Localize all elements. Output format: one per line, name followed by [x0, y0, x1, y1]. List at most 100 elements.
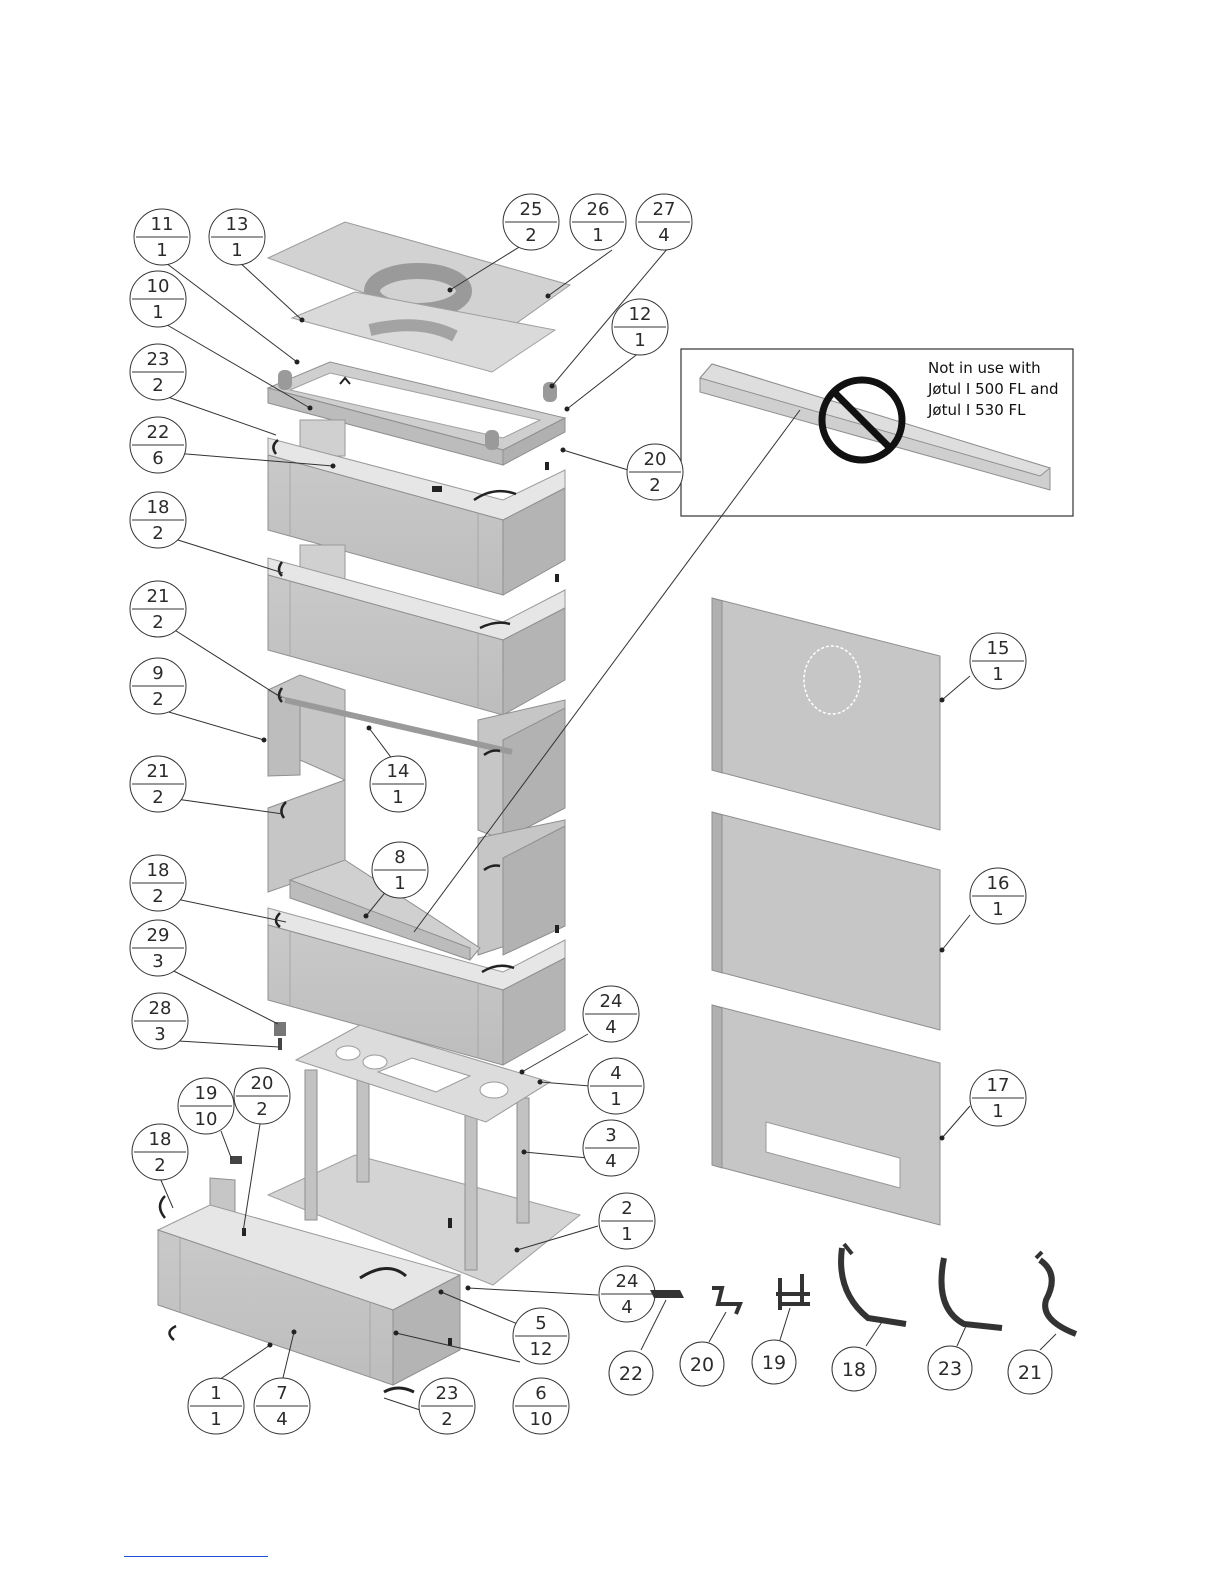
callout-7: 74 [254, 1378, 310, 1434]
callout-qty: 1 [634, 330, 645, 351]
callout-6: 610 [513, 1378, 569, 1434]
callout-24: 244 [583, 986, 639, 1042]
callout-25: 252 [503, 194, 559, 250]
callout-part: 21 [147, 761, 170, 782]
callout-21: 212 [130, 581, 186, 637]
callout-qty: 4 [658, 225, 669, 246]
callout-qty: 2 [152, 523, 163, 544]
callout-part: 24 [616, 1271, 639, 1292]
callout-qty: 1 [621, 1224, 632, 1245]
legend-item-18: 18 [832, 1244, 906, 1391]
callout-qty: 10 [195, 1109, 218, 1130]
callout-24b: 244 [599, 1266, 655, 1322]
callout-part: 7 [276, 1383, 287, 1404]
callout-27: 274 [636, 194, 692, 250]
callout-part: 6 [535, 1383, 546, 1404]
callout-5: 512 [513, 1308, 569, 1364]
callout-15: 151 [970, 633, 1026, 689]
callout-qty: 2 [649, 475, 660, 496]
callout-18c: 182 [132, 1124, 188, 1180]
callout-11: 111 [134, 209, 190, 265]
callout-part: 8 [394, 847, 405, 868]
callout-part: 27 [653, 199, 676, 220]
callout-qty: 2 [152, 689, 163, 710]
legend-label: 23 [938, 1358, 962, 1380]
callout-part: 17 [987, 1075, 1010, 1096]
callout-20: 202 [627, 444, 683, 500]
callout-qty: 2 [154, 1155, 165, 1176]
callout-qty: 1 [156, 240, 167, 261]
callout-22: 226 [130, 417, 186, 473]
callout-qty: 1 [592, 225, 603, 246]
callout-qty: 2 [152, 612, 163, 633]
callout-qty: 3 [154, 1024, 165, 1045]
callout-12: 121 [612, 299, 668, 355]
callout-14: 141 [370, 756, 426, 812]
callout-part: 13 [226, 214, 249, 235]
callout-qty: 2 [152, 375, 163, 396]
callout-part: 19 [195, 1083, 218, 1104]
callout-qty: 12 [530, 1339, 553, 1360]
callout-18b: 182 [130, 855, 186, 911]
callout-qty: 2 [441, 1409, 452, 1430]
footer-rule [124, 1556, 268, 1557]
callout-part: 23 [147, 349, 170, 370]
legend-item-20: 20 [680, 1288, 740, 1386]
legend-label: 19 [762, 1352, 786, 1374]
callout-qty: 1 [992, 1101, 1003, 1122]
callout-part: 24 [600, 991, 623, 1012]
callout-20b: 202 [234, 1068, 290, 1124]
callout-qty: 1 [152, 302, 163, 323]
callout-8: 81 [372, 842, 428, 898]
note-line-3: Jøtul I 530 FL [927, 401, 1026, 419]
callout-9: 92 [130, 658, 186, 714]
legend-item-19: 19 [752, 1274, 810, 1384]
callout-qty: 4 [276, 1409, 287, 1430]
callout-16: 161 [970, 868, 1026, 924]
callout-part: 18 [147, 497, 170, 518]
callout-qty: 3 [152, 951, 163, 972]
legend-item-23: 23 [928, 1258, 1002, 1390]
callout-21b: 212 [130, 756, 186, 812]
callout-part: 21 [147, 586, 170, 607]
callout-part: 26 [587, 199, 610, 220]
legend-label: 21 [1018, 1362, 1042, 1384]
callout-qty: 4 [605, 1017, 616, 1038]
callout-part: 18 [149, 1129, 172, 1150]
small-parts-28-29 [274, 1022, 286, 1050]
callout-qty: 4 [621, 1297, 632, 1318]
note-line-2: Jøtul I 500 FL and [927, 380, 1059, 398]
callout-26: 261 [570, 194, 626, 250]
callout-part: 28 [149, 998, 172, 1019]
callout-part: 2 [621, 1198, 632, 1219]
legend-item-21: 21 [1008, 1252, 1076, 1394]
callout-part: 23 [436, 1383, 459, 1404]
callout-part: 10 [147, 276, 170, 297]
callout-qty: 4 [605, 1151, 616, 1172]
callout-23: 232 [130, 344, 186, 400]
callout-qty: 2 [256, 1099, 267, 1120]
callout-3: 34 [583, 1120, 639, 1176]
callout-part: 14 [387, 761, 410, 782]
callout-part: 25 [520, 199, 543, 220]
callout-qty: 1 [992, 899, 1003, 920]
callout-part: 12 [629, 304, 652, 325]
back-panel-16 [712, 812, 940, 1030]
callout-qty: 1 [394, 873, 405, 894]
callout-qty: 2 [152, 886, 163, 907]
legend-label: 22 [619, 1363, 643, 1385]
legend-label: 18 [842, 1359, 866, 1381]
callout-28: 283 [132, 993, 188, 1049]
callout-qty: 2 [152, 787, 163, 808]
callout-qty: 1 [210, 1409, 221, 1430]
note-line-1: Not in use with [928, 359, 1041, 377]
callout-23b: 232 [419, 1378, 475, 1434]
callout-part: 9 [152, 663, 163, 684]
callout-qty: 6 [152, 448, 163, 469]
callout-qty: 1 [610, 1089, 621, 1110]
callout-17: 171 [970, 1070, 1026, 1126]
callout-qty: 10 [530, 1409, 553, 1430]
callout-part: 1 [210, 1383, 221, 1404]
callout-4: 41 [588, 1058, 644, 1114]
